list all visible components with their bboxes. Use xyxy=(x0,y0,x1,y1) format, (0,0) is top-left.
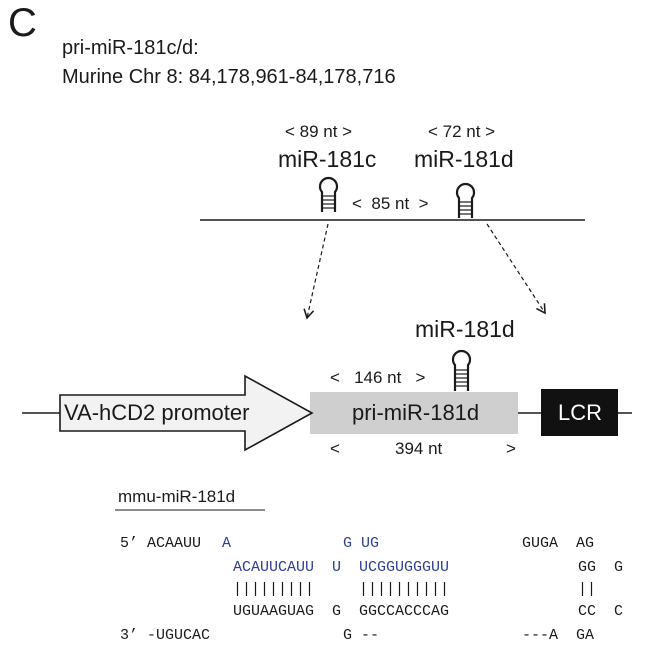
stem1-name: miR-181c xyxy=(278,146,377,172)
seq-line5-left: 3’ -UGUCAC xyxy=(120,627,211,644)
seq-line1-left: 5’ ACAAUU xyxy=(120,535,202,552)
stem2-name: miR-181d xyxy=(414,146,514,172)
seq-line1-blue-b: G UG xyxy=(343,535,380,552)
header-title: pri-miR-181c/d: xyxy=(62,37,199,59)
seq-line2-right: GG G xyxy=(578,559,624,576)
stem2-length: < 72 nt > xyxy=(428,122,496,141)
header-coordinates: Murine Chr 8: 84,178,961-84,178,716 xyxy=(62,66,396,88)
promoter-arrow xyxy=(59,374,314,452)
stem1-length: < 89 nt > xyxy=(285,122,353,141)
total-length-left: < xyxy=(330,439,340,458)
pri-mir-box xyxy=(310,392,518,434)
construct-hairpin-name: miR-181d xyxy=(415,316,515,342)
seq-line5-right: ---A GA xyxy=(522,627,595,644)
seq-line1-right: GUGA AG xyxy=(522,535,595,552)
total-length: 394 nt xyxy=(395,439,443,458)
seq-line1-blue-a: A xyxy=(222,535,232,552)
hairpin-181d-icon xyxy=(455,182,476,218)
seq-line3-right: || xyxy=(578,581,597,598)
seq-line4: UGUAAGUAG G GGCCACCCAG xyxy=(233,603,450,620)
dashed-arrow-right xyxy=(486,223,546,315)
seq-line4-right: CC C xyxy=(578,603,624,620)
hairpin-181c-icon xyxy=(318,176,339,212)
panel-label: C xyxy=(8,1,37,45)
promoter-label: VA-hCD2 promoter xyxy=(64,400,250,425)
spacer-length: < 85 nt > xyxy=(352,194,429,213)
total-length-right: > xyxy=(506,439,516,458)
dashed-arrow-left xyxy=(303,223,329,320)
sequence-title: mmu-miR-181d xyxy=(118,487,236,506)
seq-line2-blue: ACAUUCAUU U UCGGUGGGUU xyxy=(233,559,450,576)
hairpin-construct-icon xyxy=(451,349,472,391)
lcr-box xyxy=(541,389,618,436)
seq-line3-pairs: ||||||||| |||||||||| xyxy=(233,581,450,598)
pri-mir-label: pri-miR-181d xyxy=(352,400,480,425)
lcr-label: LCR xyxy=(558,400,603,425)
upstream-length: < 146 nt > xyxy=(330,368,426,387)
seq-line5-mid: G -- xyxy=(343,627,380,644)
